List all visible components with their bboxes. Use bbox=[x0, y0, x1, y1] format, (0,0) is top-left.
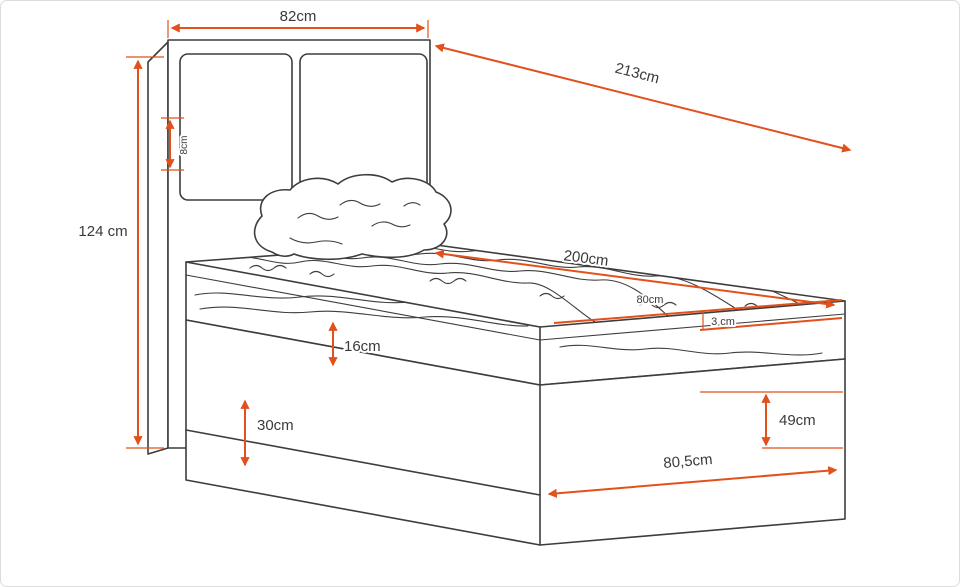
dimensions: 82cm 213cm 124 cm 8cm 200cm bbox=[76, 6, 852, 498]
headboard-side-panel bbox=[147, 41, 169, 455]
foot-height-label: 49cm bbox=[779, 412, 816, 429]
pillow-outline bbox=[253, 173, 452, 261]
mattress-thickness-label: 16cm bbox=[344, 338, 381, 355]
headboard-depth-label: 8cm bbox=[179, 136, 190, 155]
mattress-foot-texture bbox=[559, 344, 823, 356]
dim-base-width: 80,5cm bbox=[547, 449, 838, 498]
total-height-label: 124 cm bbox=[78, 223, 127, 240]
headboard-width-label: 82cm bbox=[280, 8, 317, 25]
total-length-label: 213cm bbox=[613, 60, 661, 88]
dim-total-length: 213cm bbox=[434, 43, 852, 153]
base-width-label: 80,5cm bbox=[663, 451, 713, 472]
pillow bbox=[253, 173, 452, 261]
dim-mattress-thickness: 16cm bbox=[328, 321, 383, 367]
dim-topper-thickness: 3 cm bbox=[699, 311, 843, 331]
dim-headboard-width: 82cm bbox=[167, 6, 429, 38]
dim-foot-height: 49cm bbox=[700, 391, 843, 449]
headboard-cushion-left bbox=[179, 53, 293, 201]
mattress-width-label: 80cm bbox=[637, 294, 664, 306]
dim-drawer-height: 30cm bbox=[240, 399, 296, 467]
mattress-front-top-edge bbox=[185, 261, 541, 328]
dim-mattress-width: 80cm bbox=[553, 292, 843, 324]
dim-headboard-depth: 8cm bbox=[161, 117, 192, 171]
topper-thickness-label: 3 cm bbox=[711, 316, 735, 328]
drawer-height-label: 30cm bbox=[257, 417, 294, 434]
dim-total-height: 124 cm bbox=[76, 56, 164, 449]
